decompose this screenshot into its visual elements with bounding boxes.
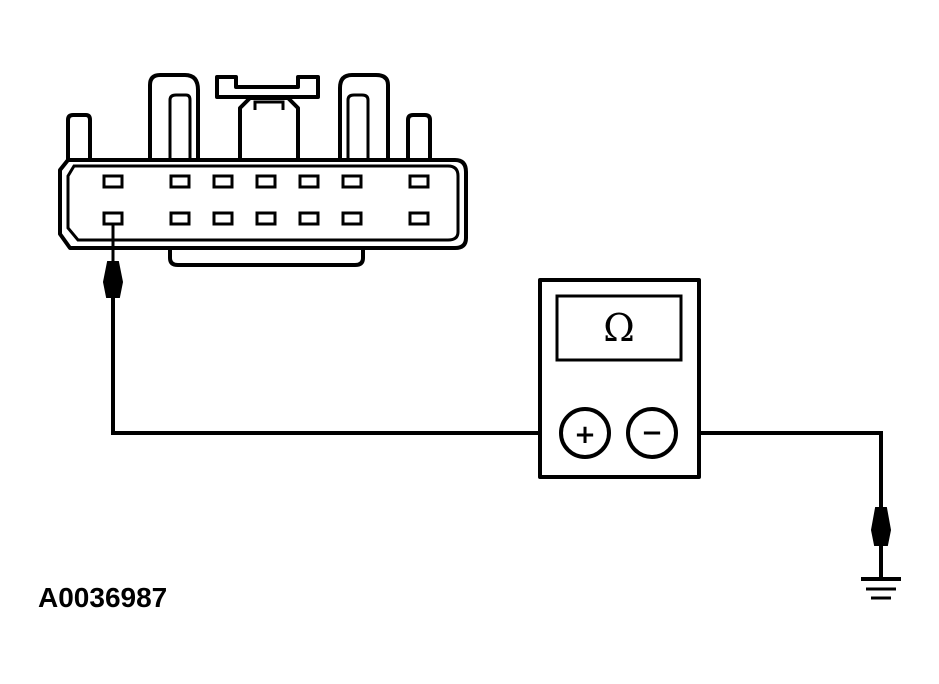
connector-right-post-inner xyxy=(346,93,370,160)
negative-terminal xyxy=(626,407,678,459)
negative-terminal-label: − xyxy=(641,418,663,448)
connector-pin xyxy=(212,211,234,226)
ohmmeter-display xyxy=(555,294,683,362)
connector-pin xyxy=(212,174,234,189)
ground-symbol-icon xyxy=(861,577,901,600)
connector-lock-neck xyxy=(253,100,285,110)
connector-pin-row-bottom xyxy=(102,211,430,226)
connector-pin xyxy=(169,211,191,226)
connector-pin xyxy=(298,211,320,226)
connector-pin xyxy=(408,211,430,226)
connector-pin xyxy=(341,211,363,226)
connector-left-post-inner xyxy=(168,93,192,160)
test-probe-icon xyxy=(870,507,892,546)
positive-terminal-label: + xyxy=(574,420,596,450)
connector-pin xyxy=(102,174,124,189)
ohmmeter: Ω + − xyxy=(538,278,701,479)
positive-terminal xyxy=(559,407,611,459)
connector xyxy=(58,73,468,267)
ohmmeter-display-symbol: Ω xyxy=(603,306,635,350)
connector-lock-lever xyxy=(215,75,320,99)
negative-lead-wire xyxy=(677,431,883,508)
connector-right-tab xyxy=(406,113,432,160)
test-probe-icon xyxy=(102,261,124,298)
connector-pin xyxy=(255,211,277,226)
positive-lead-wire xyxy=(111,297,561,435)
connector-left-tab xyxy=(66,113,92,160)
connector-pin xyxy=(169,174,191,189)
connector-pin xyxy=(408,174,430,189)
figure-id: A0036987 xyxy=(38,582,167,613)
connector-pin-tested xyxy=(102,211,124,226)
connector-pin xyxy=(255,174,277,189)
connector-pin xyxy=(341,174,363,189)
connector-pin xyxy=(298,174,320,189)
connector-pin-row-top xyxy=(102,174,430,189)
